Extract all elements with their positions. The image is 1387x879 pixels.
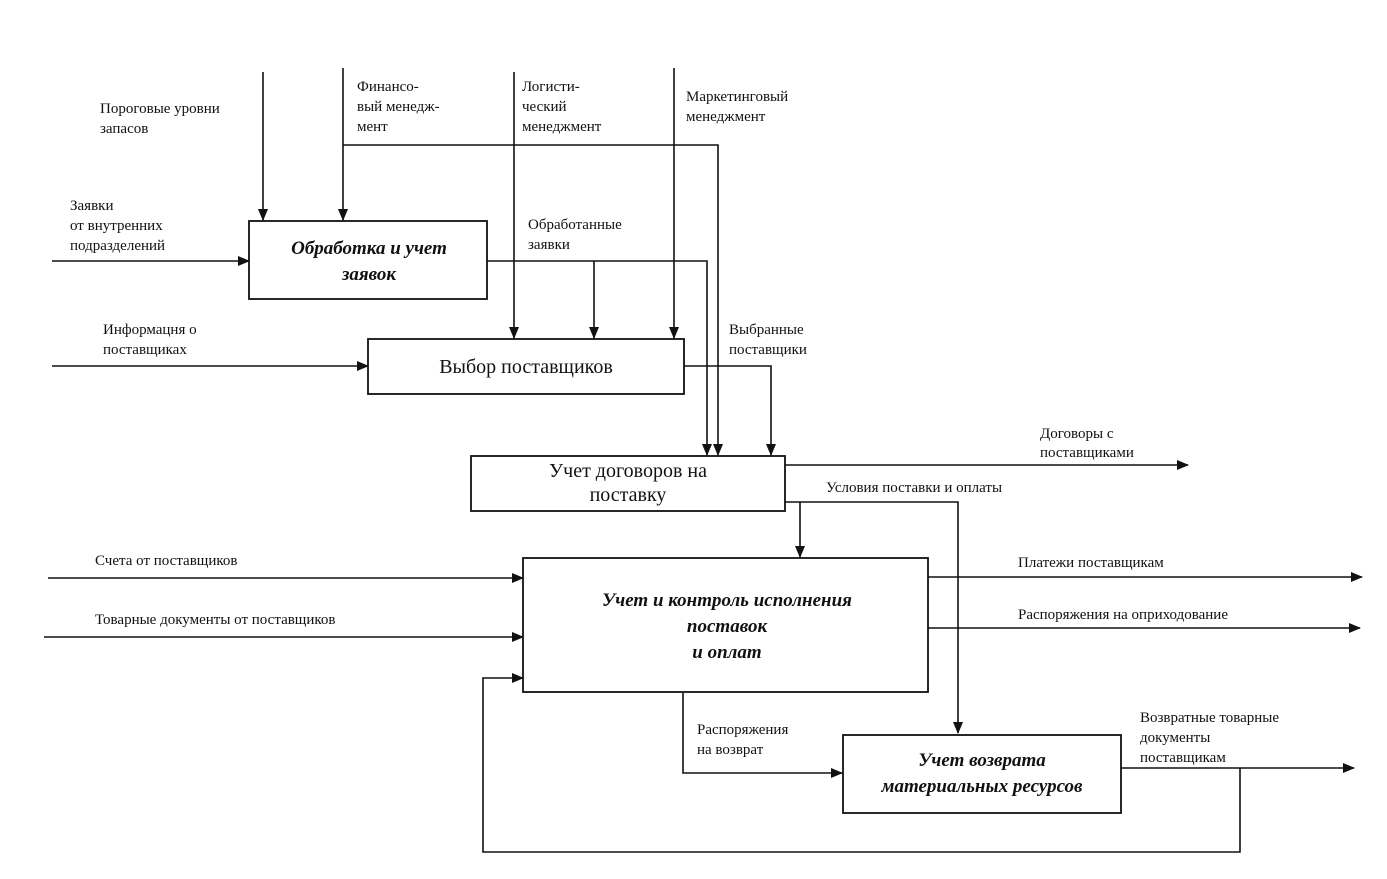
label-receipt-orders: Распоряжения на оприходование xyxy=(1018,607,1228,623)
label-finance-1: Финансо- xyxy=(357,79,419,95)
label-contracts-1: Договоры с xyxy=(1040,426,1114,442)
box-returns-accounting-line-1: Учет возврата xyxy=(918,750,1046,771)
label-return-docs-2: документы xyxy=(1140,730,1210,746)
box-supplier-selection: Выбор поставщиков xyxy=(367,338,685,395)
label-marketing-1: Маркетинговый xyxy=(686,89,788,105)
arrow-labels: Пороговые уровни запасов Финансо- вый ме… xyxy=(70,79,1279,766)
box-request-processing-line-1: Обработка и учет xyxy=(291,238,447,259)
label-logistics-1: Логисти- xyxy=(522,79,580,95)
label-terms: Условия поставки и оплаты xyxy=(826,480,1002,496)
box-contract-accounting: Учет договоров на поставку xyxy=(470,455,786,512)
arrow-selected-suppliers xyxy=(684,365,776,456)
box-delivery-control-line-3: и оплат xyxy=(692,642,761,663)
label-thresholds-2: запасов xyxy=(100,121,148,137)
label-supplier-info-2: поставщиках xyxy=(103,342,187,358)
label-payments: Платежи поставщикам xyxy=(1018,555,1164,571)
label-processed-1: Обработанные xyxy=(528,217,622,233)
arrow-terms xyxy=(785,501,963,734)
arrow-processed-requests xyxy=(487,260,712,456)
label-processed-2: заявки xyxy=(528,237,570,253)
label-selected-2: поставщики xyxy=(729,342,807,358)
label-marketing-2: менеджмент xyxy=(686,109,766,125)
box-delivery-control-line-2: поставок xyxy=(687,616,769,637)
label-contracts-2: поставщиками xyxy=(1040,445,1134,461)
box-returns-accounting: Учет возврата материальных ресурсов xyxy=(842,734,1122,814)
label-requests-1: Заявки xyxy=(70,198,113,214)
label-requests-2: от внутренних xyxy=(70,218,163,234)
label-thresholds-1: Пороговые уровни xyxy=(100,101,220,117)
label-finance-3: мент xyxy=(357,119,388,135)
box-delivery-control: Учет и контроль исполнения поставок и оп… xyxy=(522,557,929,693)
label-return-orders-2: на возврат xyxy=(697,742,764,758)
label-logistics-2: ческий xyxy=(522,99,567,115)
arrow-feedback-loop xyxy=(482,673,1241,853)
box-supplier-selection-line-1: Выбор поставщиков xyxy=(439,356,613,378)
box-delivery-control-line-1: Учет и контроль исполнения xyxy=(602,590,852,611)
connectors xyxy=(44,68,1363,853)
label-invoices: Счета от поставщиков xyxy=(95,553,238,569)
arrow-finance-to-contracts xyxy=(343,144,723,456)
label-return-docs-3: поставщикам xyxy=(1140,750,1226,766)
label-requests-3: подразделений xyxy=(70,238,165,254)
box-contract-accounting-line-2: поставку xyxy=(590,484,667,506)
label-selected-1: Выбранные xyxy=(729,322,804,338)
arrow-return-orders xyxy=(682,693,843,778)
box-contract-accounting-line-1: Учет договоров на xyxy=(549,460,707,482)
box-request-processing: Обработка и учет заявок xyxy=(248,220,488,300)
label-supplier-info-1: Информацня о xyxy=(103,322,197,338)
box-returns-accounting-line-2: материальных ресурсов xyxy=(880,776,1083,797)
label-goods-docs: Товарные документы от поставщиков xyxy=(95,612,336,628)
label-finance-2: вый менедж- xyxy=(357,99,440,115)
label-return-docs-1: Возвратные товарные xyxy=(1140,710,1279,726)
label-logistics-3: менеджмент xyxy=(522,119,602,135)
label-return-orders-1: Распоряжения xyxy=(697,722,788,738)
box-request-processing-line-2: заявок xyxy=(341,264,397,285)
